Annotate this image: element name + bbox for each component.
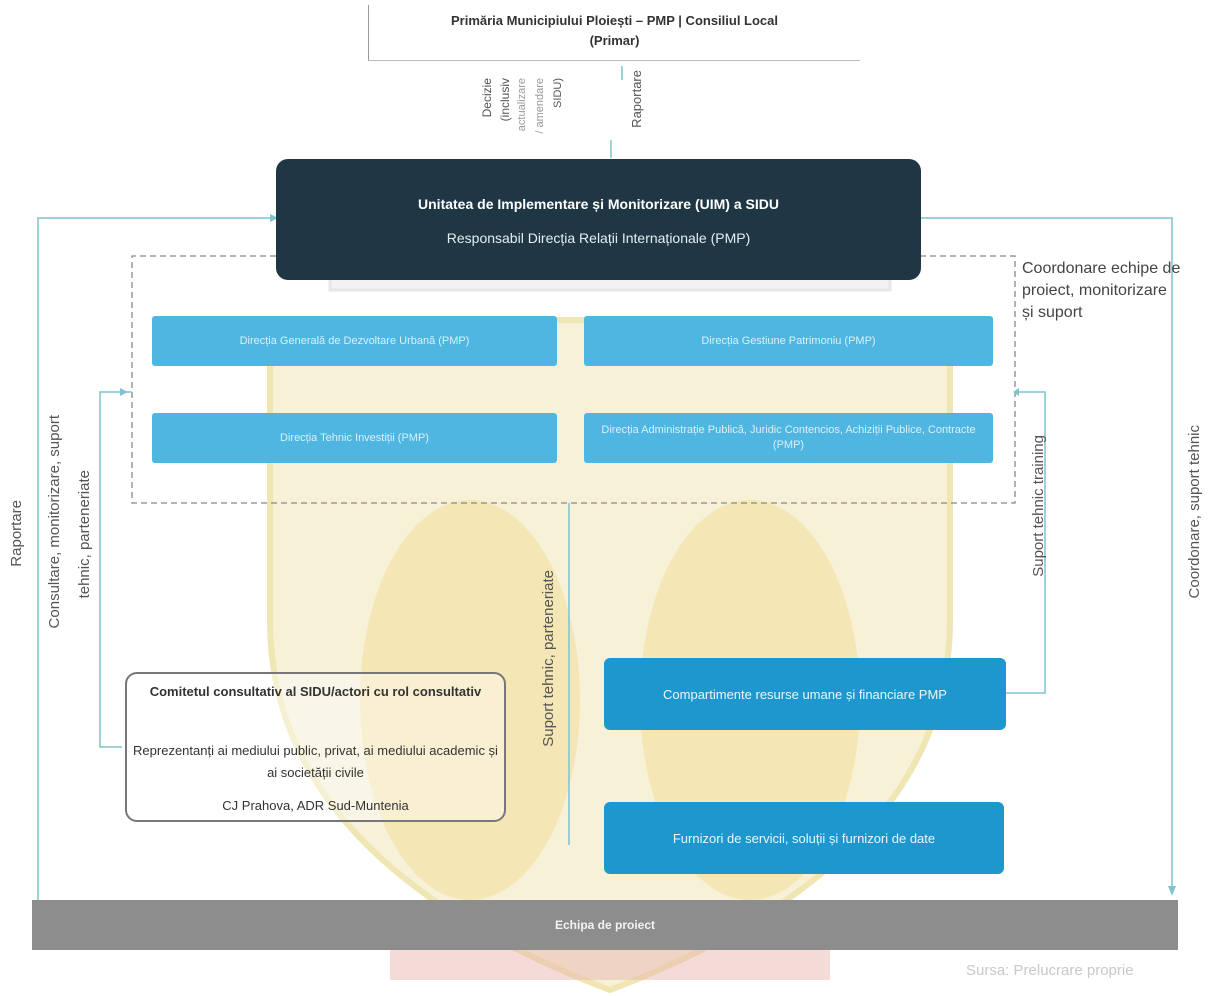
- raportare-top-label: Raportare: [629, 70, 644, 128]
- raportare-left-label: Raportare: [8, 500, 25, 567]
- consultare-label-line2: tehnic, parteneriate: [76, 470, 93, 599]
- coordination-label: Coordonare echipe de proiect, monitoriza…: [1022, 260, 1181, 321]
- direction-patrimony: Direcția Gestiune Patrimoniu (PMP): [584, 316, 993, 366]
- committee-box: Comitetul consultativ al SIDU/actori cu …: [125, 672, 506, 822]
- suppliers-box: Furnizori de servicii, soluții și furniz…: [604, 802, 1004, 874]
- uim-title: Unitatea de Implementare și Monitorizare…: [418, 196, 779, 212]
- top-title-line1: Primăria Municipiului Ploiești – PMP | C…: [450, 13, 779, 28]
- decizie-label-2: (inclusiv: [498, 78, 512, 122]
- top-title-line2: (Primar): [589, 33, 640, 48]
- committee-representatives: Reprezentanți ai mediului public, privat…: [133, 743, 498, 780]
- decizie-label-3: actualizare: [516, 78, 528, 132]
- uim-box: Unitatea de Implementare și Monitorizare…: [276, 159, 921, 280]
- committee-organizations: CJ Prahova, ADR Sud-Muntenia: [222, 798, 409, 813]
- consultare-label-line1: Consultare, monitorizare, suport: [46, 415, 63, 629]
- crest-watermark: [267, 178, 953, 994]
- project-team-bar: Echipa de proiect: [32, 900, 1178, 950]
- decizie-label-4: / amendare: [534, 78, 546, 134]
- direction-tehnic-investitii: Direcția Tehnic Investiții (PMP): [152, 413, 557, 463]
- direction-administration: Direcția Administrație Publică, Juridic …: [584, 413, 993, 463]
- suport-parteneriate-label: Suport tehnic, parteneriate: [540, 570, 557, 747]
- top-authority-box: Primăria Municipiului Ploiești – PMP | C…: [368, 5, 860, 61]
- hr-finance-box: Compartimente resurse umane și financiar…: [604, 658, 1006, 730]
- decizie-label-1: Decizie: [480, 78, 494, 118]
- uim-subtitle: Responsabil Direcția Relații Internațion…: [446, 230, 751, 246]
- source-note: Sursa: Prelucrare proprie: [966, 962, 1134, 979]
- decizie-label-5: SIDU): [552, 78, 564, 108]
- suport-training-label: Suport tehnic training: [1030, 435, 1047, 577]
- direction-urban-development: Direcția Generală de Dezvoltare Urbană (…: [152, 316, 557, 366]
- coordonare-right-label: Coordonare, suport tehnic: [1186, 425, 1203, 599]
- committee-title: Comitetul consultativ al SIDU/actori cu …: [149, 684, 482, 699]
